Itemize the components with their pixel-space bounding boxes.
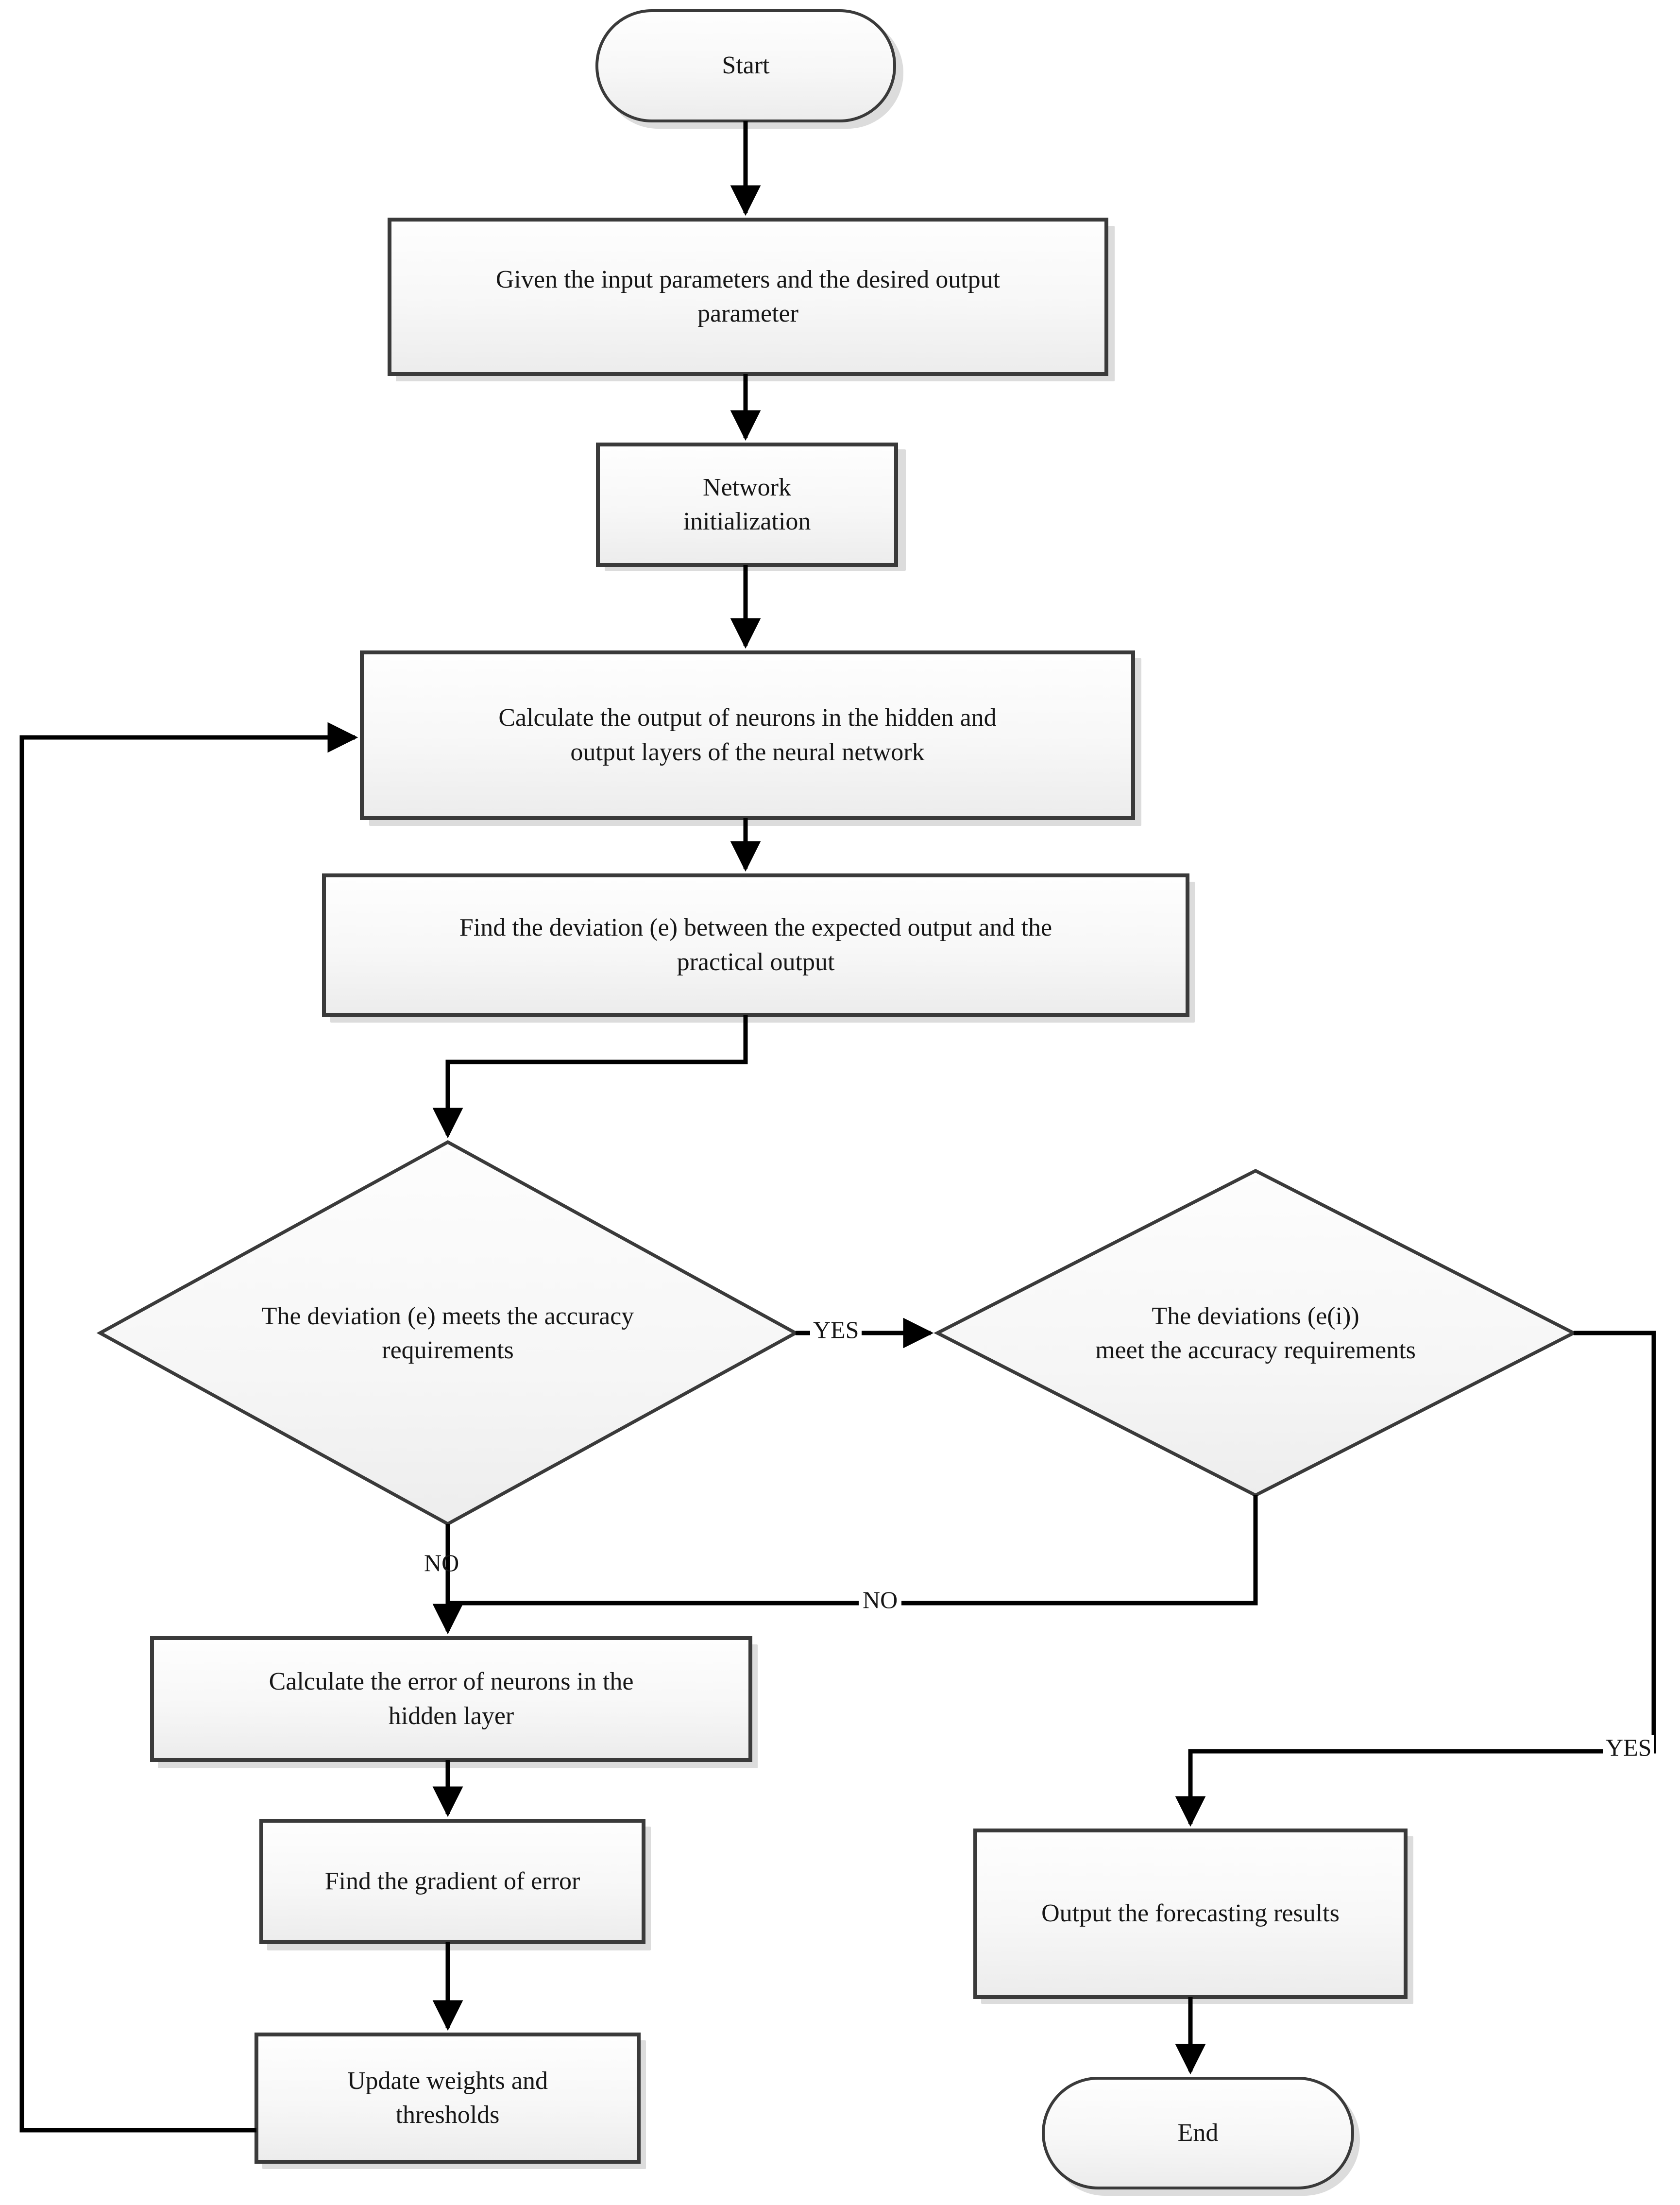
edge-label-no-right-branch: NO [859,1588,902,1612]
edge-label-yes-to-output: YES [1603,1735,1655,1760]
edge-label-yes-between-diamonds: YES [810,1317,862,1342]
edge-label-no-left-branch: NO [424,1549,459,1576]
